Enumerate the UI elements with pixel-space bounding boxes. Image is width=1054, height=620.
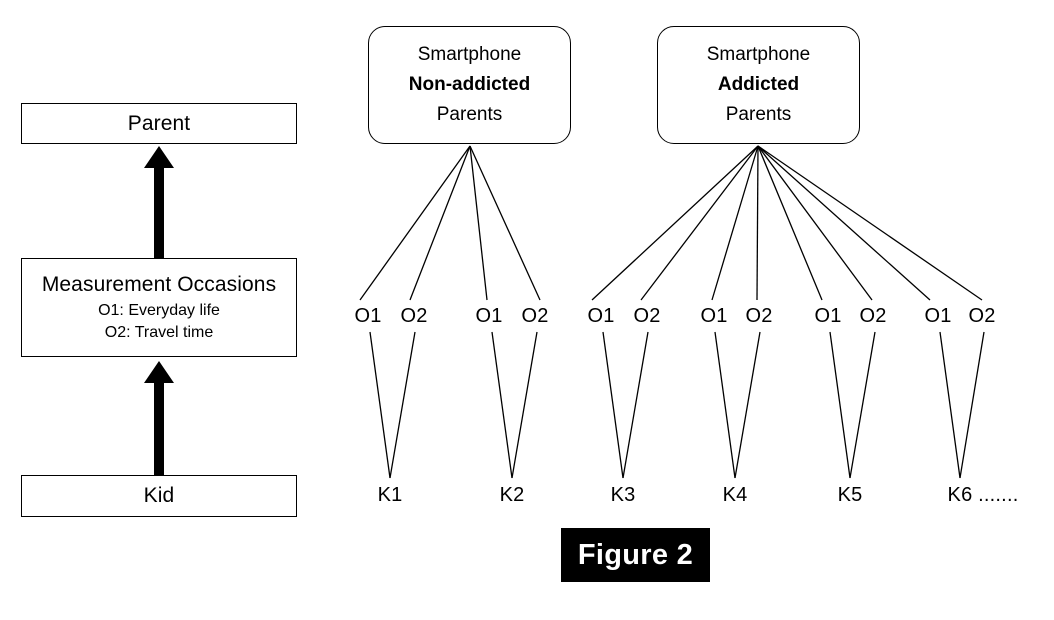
group-box-addicted-parents: Smartphone Addicted Parents (657, 26, 860, 144)
legend-box-measurement-occasions: Measurement Occasions O1: Everyday life … (21, 258, 297, 357)
occasion-node-8: O2 (745, 305, 773, 327)
legend-box-parent: Parent (21, 103, 297, 144)
group-box-non-addicted-parents: Smartphone Non-addicted Parents (368, 26, 571, 144)
occasion-node-11: O1 (924, 305, 952, 327)
kid-node-5: K5 (837, 484, 863, 506)
arrow-kid-to-occasions (144, 361, 174, 475)
figure-caption: Figure 2 (561, 528, 710, 582)
occasion-node-2: O2 (400, 305, 428, 327)
legend-box-occasions-o1: O1: Everyday life (98, 301, 220, 319)
occasion-node-4: O2 (521, 305, 549, 327)
group-addicted-line-1: Smartphone (706, 44, 811, 65)
legend-box-kid-title: Kid (143, 484, 175, 507)
fan-lines-non-addicted (359, 145, 541, 301)
legend-box-parent-title: Parent (127, 111, 191, 135)
kid-node-6: K6 ....... (947, 484, 1019, 506)
kid-node-1: K1 (377, 484, 403, 506)
group-addicted-line-2: Addicted (717, 74, 800, 95)
kid-node-3: K3 (610, 484, 636, 506)
fan-lines-addicted (591, 145, 983, 301)
occasion-node-1: O1 (354, 305, 382, 327)
group-non-addicted-line-3: Parents (436, 104, 503, 125)
kid-node-2: K2 (499, 484, 525, 506)
occasion-node-12: O2 (968, 305, 996, 327)
occasion-node-7: O1 (700, 305, 728, 327)
kid-node-4: K4 (722, 484, 748, 506)
kid-converge-lines (369, 331, 985, 479)
occasion-node-3: O1 (475, 305, 503, 327)
occasion-node-6: O2 (633, 305, 661, 327)
arrow-occasions-to-parent (144, 146, 174, 258)
occasion-node-9: O1 (814, 305, 842, 327)
group-non-addicted-line-2: Non-addicted (408, 74, 531, 95)
group-non-addicted-line-1: Smartphone (417, 44, 522, 65)
occasion-node-10: O2 (859, 305, 887, 327)
occasion-node-5: O1 (587, 305, 615, 327)
group-addicted-line-3: Parents (725, 104, 792, 125)
legend-box-occasions-o2: O2: Travel time (104, 323, 214, 341)
legend-box-kid: Kid (21, 475, 297, 517)
legend-box-occasions-title: Measurement Occasions (41, 272, 277, 296)
